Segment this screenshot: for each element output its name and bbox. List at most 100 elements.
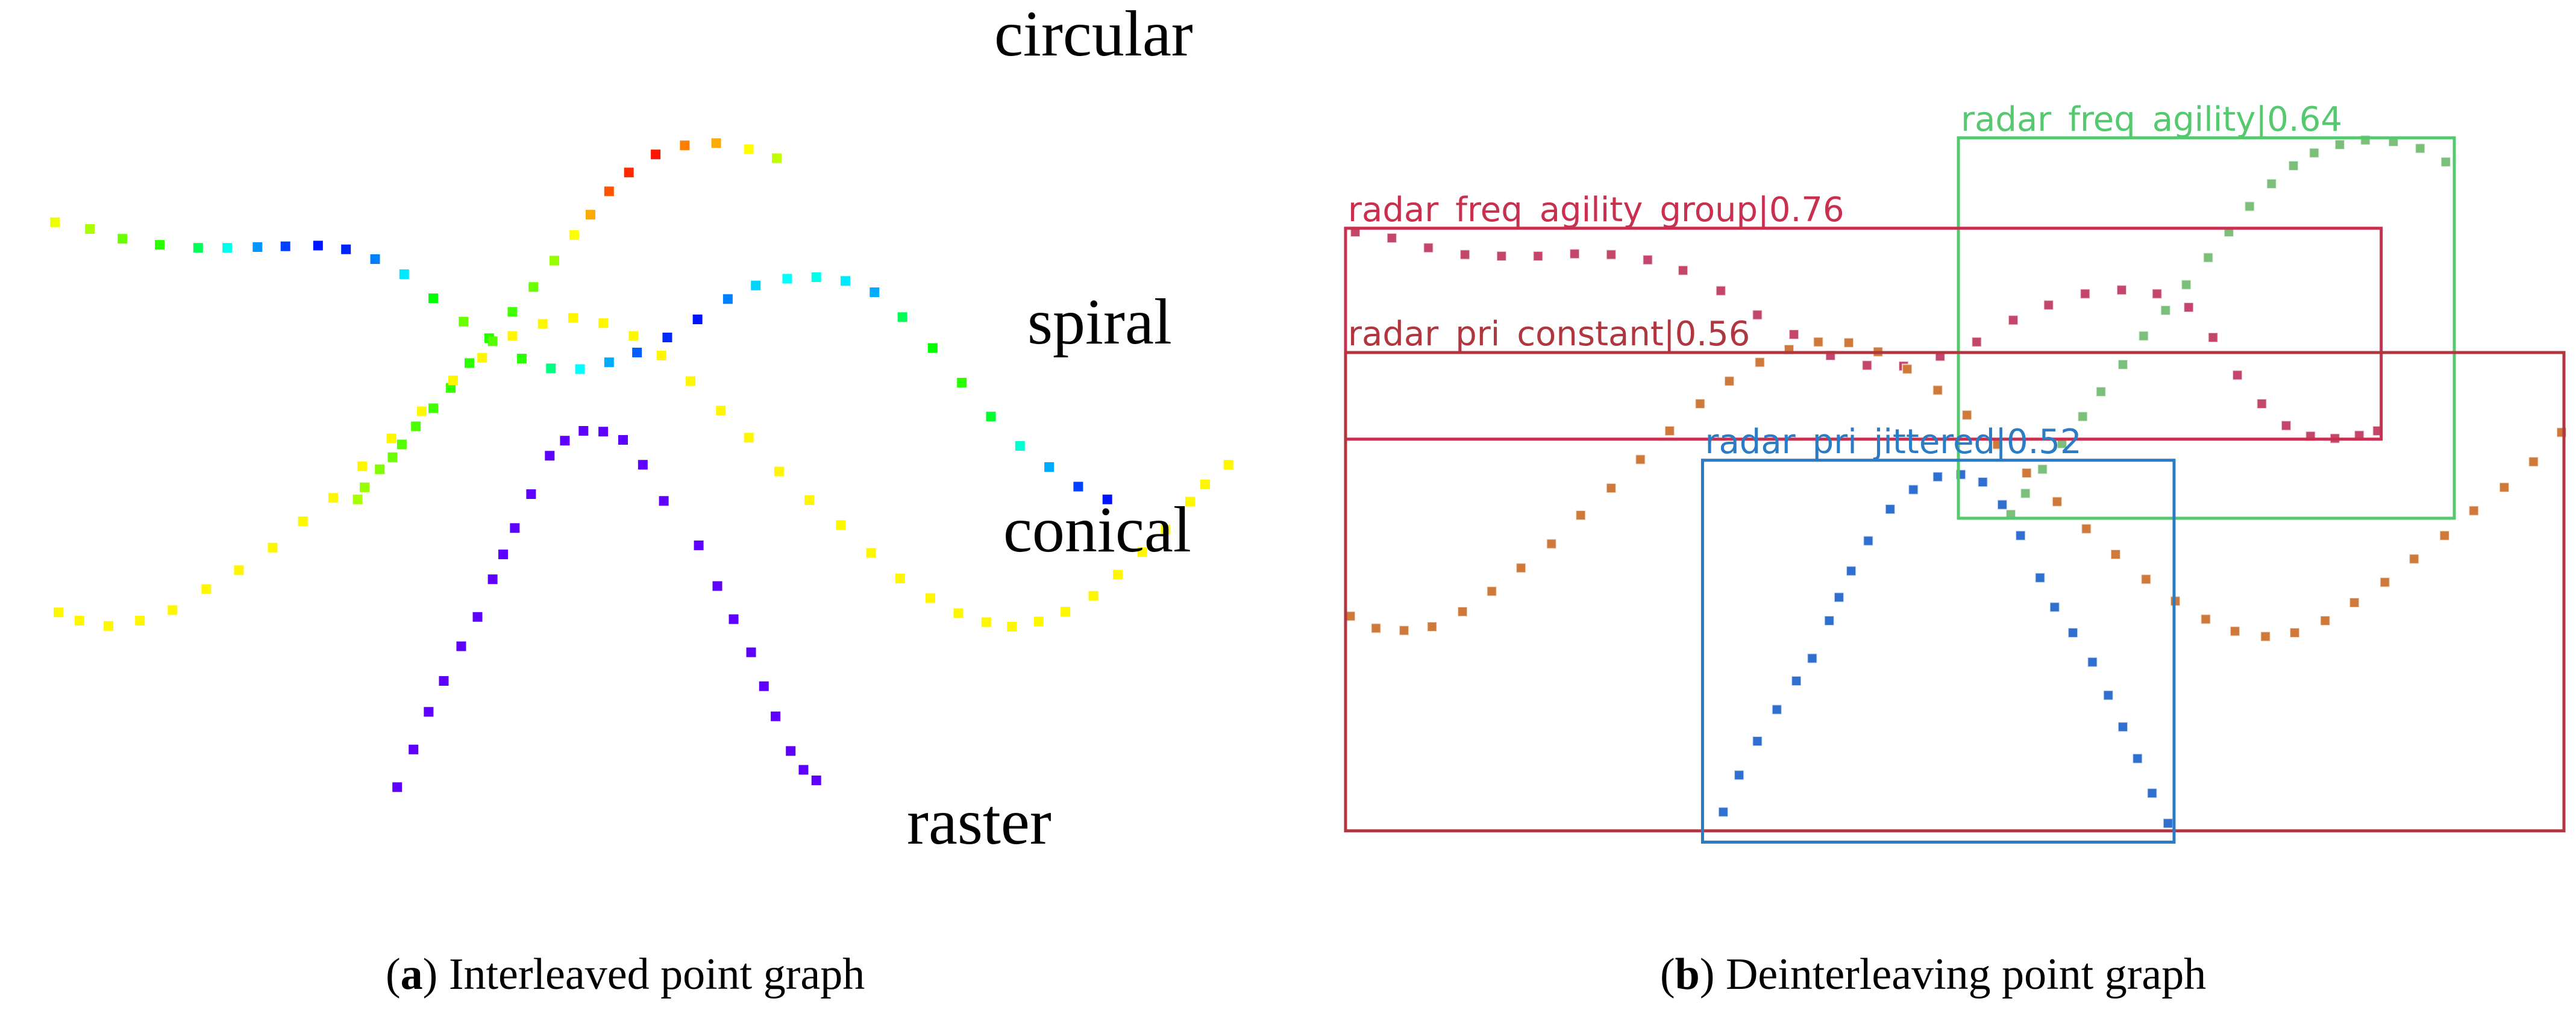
point-raster	[712, 581, 722, 591]
detection-box: radar_freq_agility|0.64	[1957, 100, 2456, 520]
point-radar_pri_constant	[1370, 622, 1382, 634]
point-radar_freq_agility_group	[1715, 285, 1726, 296]
point-conical	[686, 376, 696, 386]
point-circular	[446, 383, 456, 393]
point-conical	[1033, 616, 1044, 627]
point-radar_freq_agility	[2020, 488, 2031, 499]
detection-rect	[1344, 227, 2383, 441]
point-radar_pri_jittered	[2117, 721, 2129, 733]
series-raster	[392, 426, 821, 792]
point-raster	[526, 489, 536, 499]
point-spiral	[313, 240, 323, 251]
point-conical	[744, 433, 754, 443]
point-radar_pri_jittered	[2087, 656, 2098, 668]
point-radar_pri_jittered	[1807, 653, 1818, 664]
point-spiral	[546, 363, 556, 374]
point-radar_freq_agility	[2288, 160, 2299, 171]
point-circular	[396, 439, 407, 450]
point-spiral	[632, 348, 642, 357]
point-raster	[578, 426, 589, 436]
point-spiral	[986, 412, 996, 422]
point-radar_pri_constant	[1932, 384, 1943, 396]
point-raster	[638, 460, 648, 470]
point-radar_freq_agility	[2244, 201, 2255, 212]
detection-box: radar_pri_constant|0.56	[1344, 315, 2566, 833]
point-spiral	[193, 243, 203, 253]
point-conical	[53, 607, 63, 618]
point-radar_pri_constant	[2200, 613, 2211, 625]
point-radar_pri_constant	[1515, 562, 1527, 574]
point-spiral	[459, 316, 469, 327]
point-spiral	[399, 269, 409, 279]
series-circular	[353, 138, 782, 504]
point-radar_pri_jittered	[1932, 471, 1943, 483]
point-conical	[1113, 569, 1123, 580]
point-radar_pri_jittered	[2015, 530, 2026, 541]
point-radar_pri_constant	[2498, 481, 2510, 493]
point-raster	[560, 436, 570, 446]
point-radar_freq_agility_group	[2151, 288, 2163, 299]
point-raster	[472, 612, 483, 622]
point-radar_freq_agility_group	[2008, 315, 2019, 326]
point-spiral	[957, 378, 967, 387]
point-radar_pri_constant	[1546, 538, 1557, 550]
point-conical	[981, 617, 991, 627]
point-radar_freq_agility	[2202, 252, 2214, 263]
point-radar_pri_jittered	[1833, 592, 1844, 603]
point-radar_pri_constant	[1605, 483, 1617, 494]
point-radar_pri_constant	[2468, 505, 2480, 516]
point-radar_pri_constant	[2110, 549, 2121, 560]
point-radar_pri_constant	[1723, 375, 1735, 387]
point-conical	[1061, 607, 1071, 616]
detection-rect	[1700, 459, 2176, 844]
point-radar_freq_agility_group	[2232, 369, 2243, 381]
point-conical	[628, 331, 639, 341]
point-radar_pri_constant	[1426, 621, 1438, 632]
point-spiral	[841, 276, 851, 286]
point-conical	[774, 466, 784, 477]
point-circular	[428, 403, 439, 413]
point-spiral	[751, 280, 761, 290]
point-spiral	[1102, 494, 1112, 504]
point-circular	[651, 149, 661, 160]
point-radar_freq_agility	[2440, 156, 2451, 168]
detection-label: radar_pri_jittered|0.52	[1705, 422, 2081, 462]
point-raster	[409, 744, 419, 754]
point-radar_pri_constant	[2021, 468, 2032, 478]
point-spiral	[50, 217, 60, 227]
point-raster	[811, 776, 821, 785]
point-circular	[411, 421, 421, 431]
point-radar_freq_agility_group	[2043, 299, 2054, 311]
point-raster	[487, 574, 498, 585]
point-radar_freq_agility_group	[2207, 332, 2219, 343]
point-circular	[624, 168, 634, 178]
point-radar_freq_agility_group	[1971, 336, 1982, 348]
point-spiral	[118, 234, 128, 244]
point-conical	[298, 516, 308, 526]
point-circular	[360, 482, 370, 492]
point-conical	[836, 520, 846, 530]
point-spiral	[897, 312, 907, 322]
point-radar_freq_agility_group	[1569, 248, 1581, 260]
point-radar_pri_jittered	[2102, 689, 2114, 701]
point-conical	[656, 351, 666, 360]
detection-rect	[1957, 136, 2456, 520]
detection-box: radar_pri_jittered|0.52	[1700, 422, 2176, 844]
caption-a: (a) Interleaved point graph	[386, 950, 865, 999]
point-conical	[201, 584, 212, 594]
point-radar_pri_constant	[2439, 530, 2450, 541]
point-spiral	[370, 254, 380, 264]
point-conical	[537, 319, 548, 329]
point-circular	[353, 494, 363, 504]
point-radar_pri_constant	[2140, 574, 2152, 585]
point-radar_freq_agility	[2077, 411, 2089, 422]
point-radar_pri_constant	[1486, 586, 1497, 597]
point-conical	[1137, 547, 1147, 557]
point-raster	[498, 550, 509, 559]
detection-label: radar_pri_constant|0.56	[1348, 315, 1750, 354]
detection-label: radar_freq_agility_group|0.76	[1348, 190, 1844, 230]
point-radar_pri_jittered	[1717, 806, 1729, 818]
point-radar_freq_agility	[2037, 463, 2048, 475]
caption-b: (b) Deinterleaving point graph	[1660, 950, 2207, 999]
point-radar_pri_jittered	[1791, 676, 1802, 686]
